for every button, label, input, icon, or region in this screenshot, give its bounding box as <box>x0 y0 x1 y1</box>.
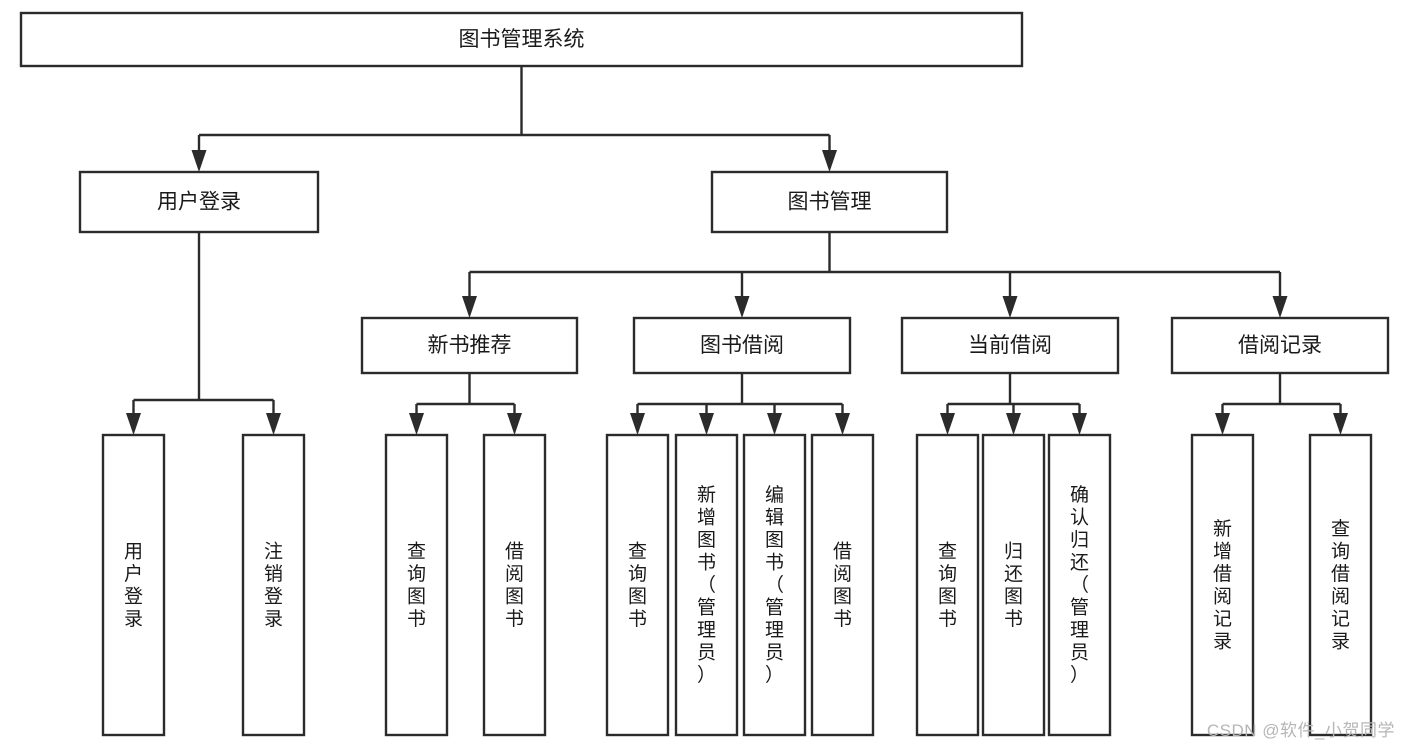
node-box-newbook[interactable] <box>360 316 579 375</box>
node-leaf-user-login[interactable]: 用户登录 <box>101 433 166 737</box>
arrow-head-icon <box>1215 413 1230 435</box>
node-box-root[interactable] <box>19 11 1024 68</box>
arrow-head-icon <box>940 413 955 435</box>
node-records[interactable]: 借阅记录 <box>1170 316 1390 375</box>
arrow-head-icon <box>630 413 645 435</box>
node-box-login[interactable] <box>78 170 320 234</box>
arrow-head-icon <box>266 413 281 435</box>
arrow-head-icon <box>1006 413 1021 435</box>
node-box-bookmgmt[interactable] <box>710 170 949 234</box>
connector-group-records <box>1215 373 1348 435</box>
connector-group-login <box>126 232 281 435</box>
connector-group-root <box>191 66 837 172</box>
arrow-head-icon <box>1002 296 1018 318</box>
connector-group-current <box>940 373 1087 435</box>
node-leaf-rec-query[interactable]: 查询借阅记录 <box>1308 433 1373 737</box>
node-box-leaf-rec-query[interactable] <box>1308 433 1373 737</box>
node-label-records: 借阅记录 <box>1238 334 1322 357</box>
connector-group-bookmgmt <box>462 232 1288 318</box>
node-box-leaf-new-query[interactable] <box>384 433 449 737</box>
node-label-leaf-borrow-edit: 编辑图书（管理员） <box>765 484 784 686</box>
node-label-leaf-rec-query: 查询借阅记录 <box>1331 518 1350 653</box>
node-leaf-cur-query[interactable]: 查询图书 <box>915 433 980 737</box>
node-label-leaf-new-query: 查询图书 <box>407 540 426 630</box>
arrow-head-icon <box>409 413 424 435</box>
node-leaf-new-query[interactable]: 查询图书 <box>384 433 449 737</box>
node-label-leaf-cur-query: 查询图书 <box>938 540 957 630</box>
node-leaf-borrow-edit[interactable]: 编辑图书（管理员） <box>742 433 807 737</box>
watermark-label: CSDN @软件_小贺同学 <box>1206 721 1395 740</box>
node-current[interactable]: 当前借阅 <box>900 316 1120 375</box>
node-label-leaf-cur-return: 归还图书 <box>1004 540 1023 630</box>
node-box-leaf-cur-return[interactable] <box>981 433 1046 737</box>
node-label-leaf-rec-add: 新增借阅记录 <box>1213 518 1232 653</box>
node-box-records[interactable] <box>1170 316 1390 375</box>
node-label-root: 图书管理系统 <box>459 28 585 51</box>
node-box-leaf-borrow-lend[interactable] <box>810 433 875 737</box>
node-box-leaf-user-logout[interactable] <box>241 433 306 737</box>
node-box-current[interactable] <box>900 316 1120 375</box>
node-layer: 图书管理系统用户登录图书管理新书推荐图书借阅当前借阅借阅记录用户登录注销登录查询… <box>19 11 1390 737</box>
node-leaf-user-logout[interactable]: 注销登录 <box>241 433 306 737</box>
node-bookmgmt[interactable]: 图书管理 <box>710 170 949 234</box>
node-leaf-borrow-query[interactable]: 查询图书 <box>605 433 670 737</box>
arrow-head-icon <box>699 413 714 435</box>
node-label-leaf-borrow-lend: 借阅图书 <box>833 540 852 630</box>
arrow-head-icon <box>507 413 522 435</box>
node-borrow[interactable]: 图书借阅 <box>632 316 852 375</box>
arrow-head-icon <box>835 413 850 435</box>
node-leaf-rec-add[interactable]: 新增借阅记录 <box>1190 433 1255 737</box>
arrow-head-icon <box>734 296 750 318</box>
node-box-leaf-cur-confirm[interactable] <box>1047 433 1112 737</box>
node-login[interactable]: 用户登录 <box>78 170 320 234</box>
arrow-head-icon <box>1272 296 1288 318</box>
arrow-head-icon <box>1333 413 1348 435</box>
node-box-leaf-user-login[interactable] <box>101 433 166 737</box>
connector-layer <box>126 66 1348 435</box>
node-label-login: 用户登录 <box>157 191 241 214</box>
connector-group-newbook <box>409 373 522 435</box>
node-leaf-borrow-lend[interactable]: 借阅图书 <box>810 433 875 737</box>
node-label-leaf-borrow-query: 查询图书 <box>628 540 647 630</box>
arrow-head-icon <box>462 296 477 318</box>
node-label-leaf-user-login: 用户登录 <box>124 541 143 630</box>
node-label-bookmgmt: 图书管理 <box>788 191 872 214</box>
arrow-head-icon <box>767 413 782 435</box>
node-box-leaf-borrow-edit[interactable] <box>742 433 807 737</box>
node-label-leaf-user-logout: 注销登录 <box>264 540 283 630</box>
node-box-leaf-rec-add[interactable] <box>1190 433 1255 737</box>
node-box-leaf-borrow-query[interactable] <box>605 433 670 737</box>
node-leaf-new-borrow[interactable]: 借阅图书 <box>482 433 547 737</box>
node-box-leaf-new-borrow[interactable] <box>482 433 547 737</box>
node-label-newbook: 新书推荐 <box>428 334 512 357</box>
connector-group-borrow <box>630 373 850 435</box>
node-leaf-cur-confirm[interactable]: 确认归还（管理员） <box>1047 433 1112 737</box>
node-box-leaf-cur-query[interactable] <box>915 433 980 737</box>
node-root[interactable]: 图书管理系统 <box>19 11 1024 68</box>
arrow-head-icon <box>191 150 207 172</box>
node-leaf-cur-return[interactable]: 归还图书 <box>981 433 1046 737</box>
node-leaf-borrow-add[interactable]: 新增图书（管理员） <box>674 433 739 737</box>
node-label-leaf-cur-confirm: 确认归还（管理员） <box>1070 484 1089 686</box>
arrow-head-icon <box>1072 413 1087 435</box>
node-newbook[interactable]: 新书推荐 <box>360 316 579 375</box>
node-label-leaf-new-borrow: 借阅图书 <box>505 540 524 630</box>
node-label-leaf-borrow-add: 新增图书（管理员） <box>697 484 716 686</box>
node-box-leaf-borrow-add[interactable] <box>674 433 739 737</box>
arrow-head-icon <box>126 413 141 435</box>
arrow-head-icon <box>822 150 837 172</box>
node-box-borrow[interactable] <box>632 316 852 375</box>
node-label-borrow: 图书借阅 <box>700 334 784 357</box>
node-label-current: 当前借阅 <box>968 334 1052 357</box>
